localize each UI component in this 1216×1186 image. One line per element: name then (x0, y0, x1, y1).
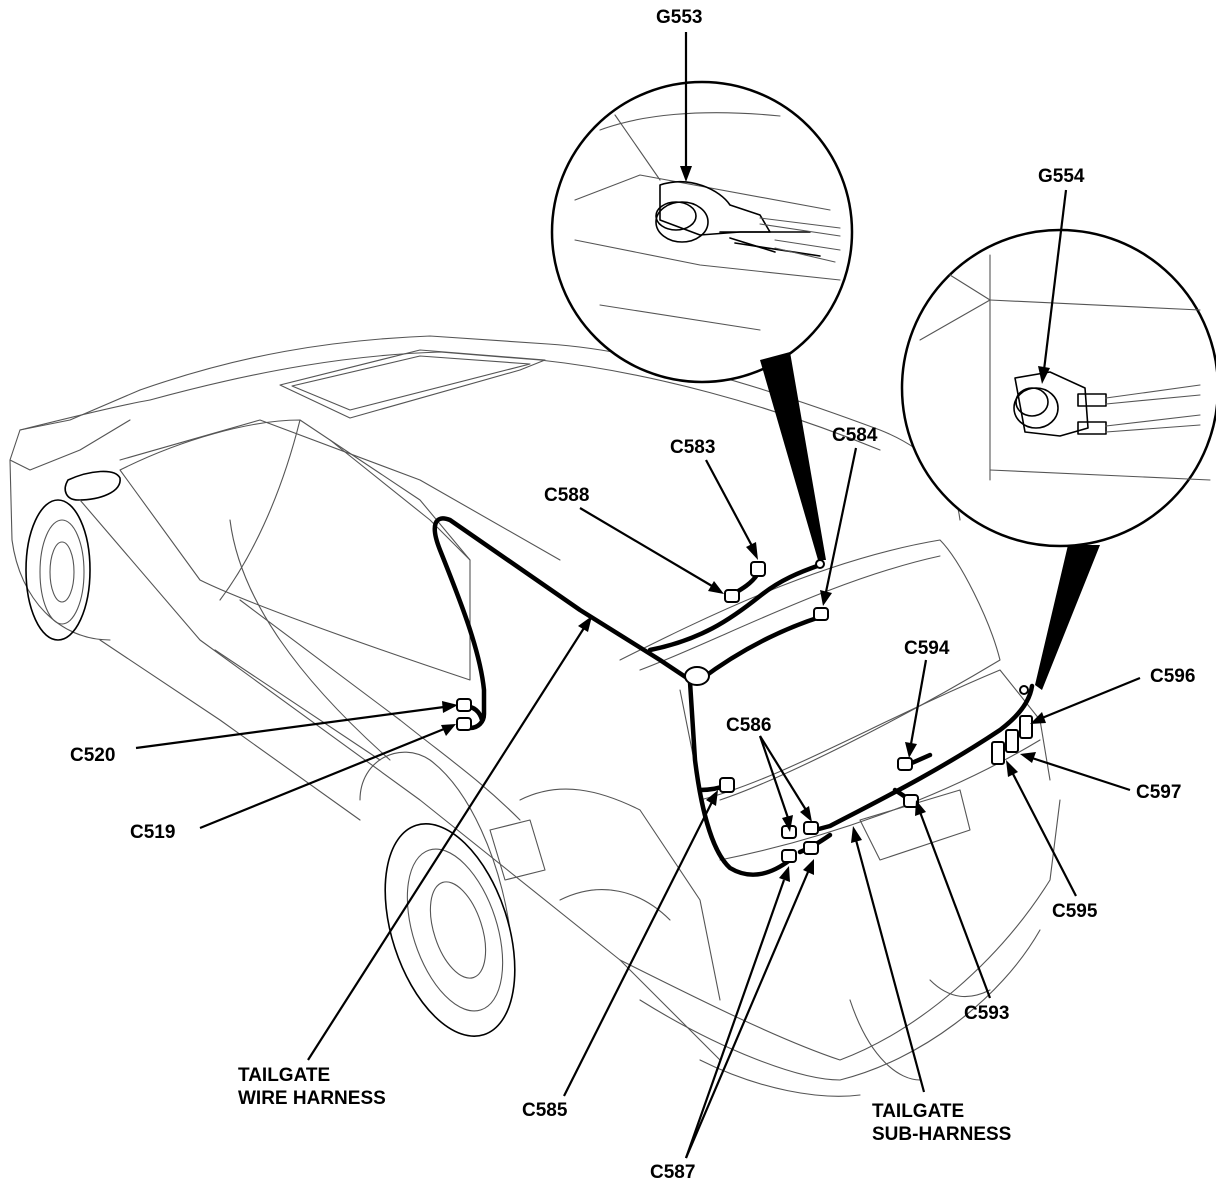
c587-label: C587 (650, 1162, 696, 1183)
c583-label: C583 (670, 437, 716, 458)
c597-label: C597 (1136, 782, 1182, 803)
c586-label: C586 (726, 715, 772, 736)
g554-detail-inset (900, 228, 1216, 690)
c519-label: C519 (130, 822, 176, 843)
c595-label: C595 (1052, 901, 1098, 922)
tailgate-sub-harness-line1: TAILGATE (872, 1101, 965, 1122)
tailgate-wire-harness-line1: TAILGATE (238, 1065, 331, 1086)
g554-label: G554 (1038, 166, 1085, 187)
c588-label: C588 (544, 485, 590, 506)
c596-label: C596 (1150, 666, 1196, 687)
tailgate-sub-harness-label: TAILGATE SUB-HARNESS (872, 1100, 1011, 1146)
leader-lines (135, 32, 1141, 1159)
tailgate-sub-harness-line2: SUB-HARNESS (872, 1124, 1012, 1145)
g553-label: G553 (656, 7, 703, 28)
c594-label: C594 (904, 638, 950, 659)
connector-symbols (456, 559, 1033, 863)
c585-label: C585 (522, 1100, 568, 1121)
tailgate-wire-harness-line2: WIRE HARNESS (238, 1088, 386, 1109)
tailgate-wire-harness-label: TAILGATE WIRE HARNESS (238, 1064, 386, 1110)
c593-label: C593 (964, 1003, 1010, 1024)
c584-label: C584 (832, 425, 878, 446)
g553-detail-inset (550, 80, 854, 560)
car-body-outline (9, 335, 1061, 1097)
c520-label: C520 (70, 745, 116, 766)
